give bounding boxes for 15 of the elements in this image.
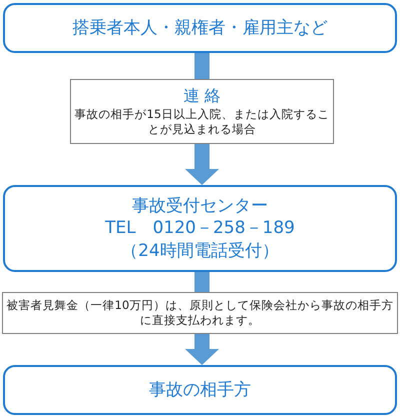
box-text: 被害者見舞金（一律10万円）は、原則として保険会社から事故の相手方に直接支払われます。 xyxy=(6,298,394,328)
arrow xyxy=(185,334,219,365)
box-text: 事故の相手が15日以上入院、または入院することが見込まれる場合 xyxy=(74,106,330,137)
box-heading: 連 絡 xyxy=(183,86,221,107)
box-text: 搭乗者本人・親権者・雇用主など xyxy=(72,16,328,40)
process-box xyxy=(3,3,397,53)
note-box xyxy=(2,292,398,334)
box-text: （24時間電話受付） xyxy=(121,240,279,262)
box-heading: 事故受付センター xyxy=(132,195,268,218)
box-text: TEL 0120－258－189 xyxy=(105,217,295,240)
process-box xyxy=(3,185,397,272)
note-box xyxy=(70,79,334,144)
box-text: 事故の相手方 xyxy=(149,378,251,402)
arrow xyxy=(185,144,219,185)
process-box xyxy=(3,365,397,415)
